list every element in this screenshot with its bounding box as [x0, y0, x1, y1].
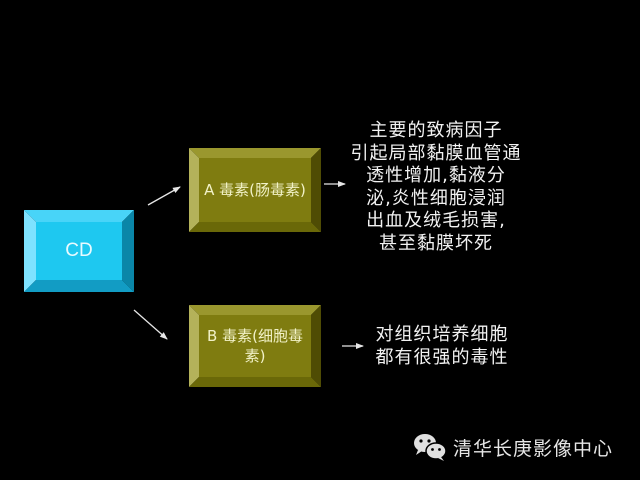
toxin-a-node: A 毒素(肠毒素) — [189, 148, 321, 232]
watermark: 清华长庚影像中心 — [413, 432, 613, 462]
effect-line: 都有很强的毒性 — [375, 346, 509, 368]
effect-line: 甚至黏膜坏死 — [379, 232, 493, 254]
effect-line: 主要的致病因子 — [369, 120, 503, 141]
effect-line: 引起局部黏膜血管通 — [350, 142, 522, 164]
watermark-text: 清华长庚影像中心 — [453, 437, 614, 460]
wechat-icon — [414, 434, 447, 461]
effect-line: 出血及绒毛损害, — [366, 210, 506, 231]
arrow-cd-to-b — [133, 309, 168, 340]
arrow-cd-to-a — [147, 186, 181, 206]
effect-line: 透性增加,黏液分 — [366, 165, 506, 186]
cd-node: CD — [24, 210, 134, 292]
effect-line: 对组织培养细胞 — [375, 324, 509, 345]
toxin-b-node: B 毒素(细胞毒素) — [189, 305, 321, 387]
cd-label: CD — [65, 240, 93, 262]
cd-bevel-frame — [24, 210, 134, 292]
toxin-a-effects: 主要的致病因子 引起局部黏膜血管通 透性增加,黏液分 泌,炎性细胞浸润 出血及绒… — [336, 120, 536, 255]
toxin-b-effects: 对组织培养细胞 都有很强的毒性 — [352, 324, 532, 369]
toxin-a-bevel-frame — [189, 148, 321, 232]
toxin-b-label: B 毒素(细胞毒素) — [207, 326, 303, 365]
effect-line: 泌,炎性细胞浸润 — [366, 187, 506, 209]
toxin-b-bevel-frame — [189, 305, 321, 387]
toxin-a-label: A 毒素(肠毒素) — [204, 180, 306, 199]
